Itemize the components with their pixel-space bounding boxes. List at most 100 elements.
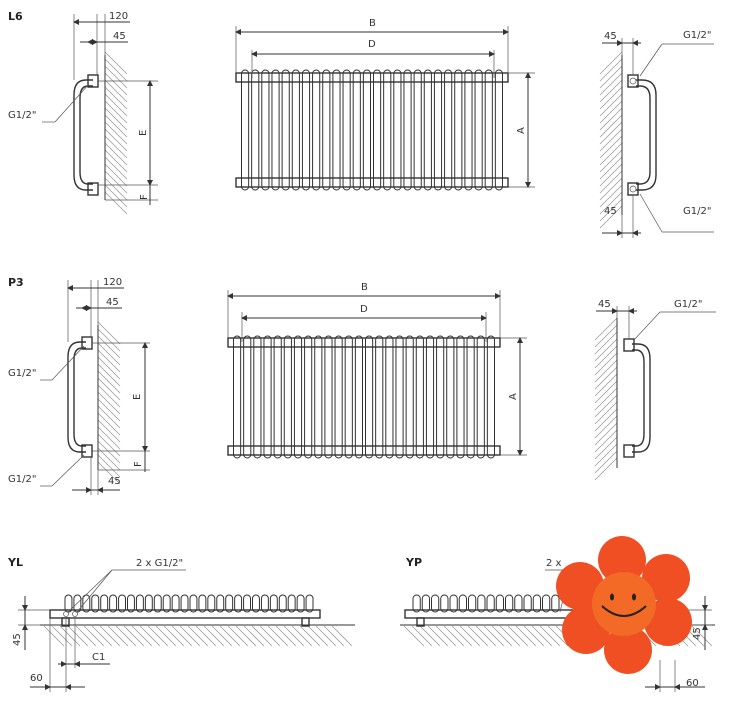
- wall-hatch: [594, 345, 618, 369]
- floor-hatch: [91, 625, 113, 647]
- radiator-tube: [393, 69, 402, 191]
- radiator-tube: [332, 69, 341, 191]
- floor-hatch: [515, 625, 537, 647]
- heater-loop: [421, 594, 430, 613]
- heater-loop: [118, 594, 126, 613]
- section-label-yp: YP: [405, 556, 422, 569]
- wall-hatch: [594, 352, 618, 376]
- wall-hatch: [599, 177, 623, 201]
- heater-loop: [468, 594, 477, 613]
- floor-hatch: [483, 625, 505, 647]
- heater-loop: [91, 594, 100, 613]
- radiator-tube: [334, 335, 343, 459]
- wall-hatch: [97, 398, 121, 422]
- floor-hatch: [499, 625, 521, 647]
- section-label-yl: YL: [7, 556, 23, 569]
- l6-dim-f: F: [139, 194, 150, 200]
- radiator-tube: [375, 335, 384, 459]
- wall-hatch: [594, 436, 618, 460]
- wall-hatch: [594, 415, 618, 439]
- floor-hatch: [523, 625, 545, 647]
- wall-hatch: [599, 121, 623, 145]
- section-label-p3: P3: [8, 276, 24, 289]
- floor-hatch: [83, 625, 105, 647]
- wall-hatch: [594, 373, 618, 397]
- wall-hatch: [97, 356, 121, 380]
- wall-hatch: [104, 121, 128, 145]
- p3-dim-120: 120: [103, 277, 122, 288]
- wall-hatch: [104, 184, 128, 208]
- wall-hatch: [594, 401, 618, 425]
- wall-hatch: [599, 65, 623, 89]
- radiator-tube: [273, 335, 282, 459]
- radiator-tube: [283, 335, 292, 459]
- p3-side-view-left: 120 45 G1/2" G1/2" 45 E F: [8, 277, 150, 495]
- floor-hatch: [179, 625, 201, 647]
- yp-dim-60: 60: [686, 678, 699, 689]
- floor-hatch: [163, 625, 185, 647]
- wall-hatch: [599, 205, 623, 229]
- p3-dim-45-bottom: 45: [108, 476, 121, 487]
- radiator-tube: [446, 335, 455, 459]
- radiator-tube: [271, 69, 280, 191]
- l6-front-view: B D A: [235, 18, 535, 191]
- floor-hatch: [283, 625, 305, 647]
- floor-hatch: [443, 625, 465, 647]
- radiator-tube: [314, 335, 323, 459]
- wall-hatch: [599, 191, 623, 215]
- floor-hatch: [467, 625, 489, 647]
- heater-loop: [144, 594, 153, 613]
- flower-petal: [642, 554, 690, 602]
- radiator-tube: [243, 335, 252, 459]
- heater-loop: [449, 594, 458, 613]
- wall-hatch: [97, 349, 121, 373]
- heater-loop: [162, 594, 171, 613]
- heater-loop: [135, 594, 144, 613]
- wall-hatch: [594, 457, 618, 481]
- floor-hatch: [307, 625, 329, 647]
- heater-loop: [477, 594, 486, 613]
- radiator-tube: [322, 69, 331, 191]
- l6-right-dim-45-top: 45: [604, 31, 617, 42]
- floor-hatch: [235, 625, 257, 647]
- wall-hatch: [104, 135, 128, 159]
- wall-hatch: [594, 366, 618, 390]
- wall-hatch: [97, 384, 121, 408]
- wall-hatch: [104, 58, 128, 82]
- radiator-tube: [385, 335, 394, 459]
- radiator-tube: [344, 335, 353, 459]
- floor-hatch: [75, 625, 97, 647]
- l6-right-pipe-top: G1/2": [683, 30, 711, 41]
- radiator-tube: [486, 335, 496, 459]
- heater-loop: [153, 594, 162, 613]
- floor-hatch: [227, 625, 249, 647]
- flower-petal: [604, 626, 652, 674]
- radiator-tube: [241, 69, 250, 191]
- wall-hatch: [104, 100, 128, 124]
- heater-loop: [412, 594, 421, 613]
- radiator-tube: [261, 69, 270, 191]
- radiator-tube: [456, 335, 465, 459]
- wall-hatch: [97, 412, 121, 436]
- floor-hatch: [139, 625, 161, 647]
- flower-eye: [632, 593, 636, 601]
- floor-hatch: [531, 625, 553, 647]
- radiator-tube: [365, 335, 374, 459]
- l6-dim-e: E: [138, 130, 149, 136]
- heater-loop: [305, 594, 314, 613]
- radiator-tube: [263, 335, 272, 459]
- wall-hatch: [594, 338, 618, 362]
- floor-hatch: [43, 625, 65, 647]
- floor-hatch: [243, 625, 265, 647]
- radiator-tube: [405, 335, 414, 459]
- heater-loop: [189, 594, 198, 613]
- floor-hatch: [451, 625, 473, 647]
- flower-petal: [556, 562, 604, 610]
- l6-pipe-label: G1/2": [8, 110, 36, 121]
- yl-floor-view: 2 x G1/2" 45 60 C1: [12, 558, 355, 692]
- floor-hatch: [203, 625, 225, 647]
- wall-hatch: [97, 370, 121, 394]
- heater-loop: [287, 594, 296, 613]
- p3-pipe-bottom-label: G1/2": [8, 474, 36, 485]
- radiator-tube: [301, 69, 311, 191]
